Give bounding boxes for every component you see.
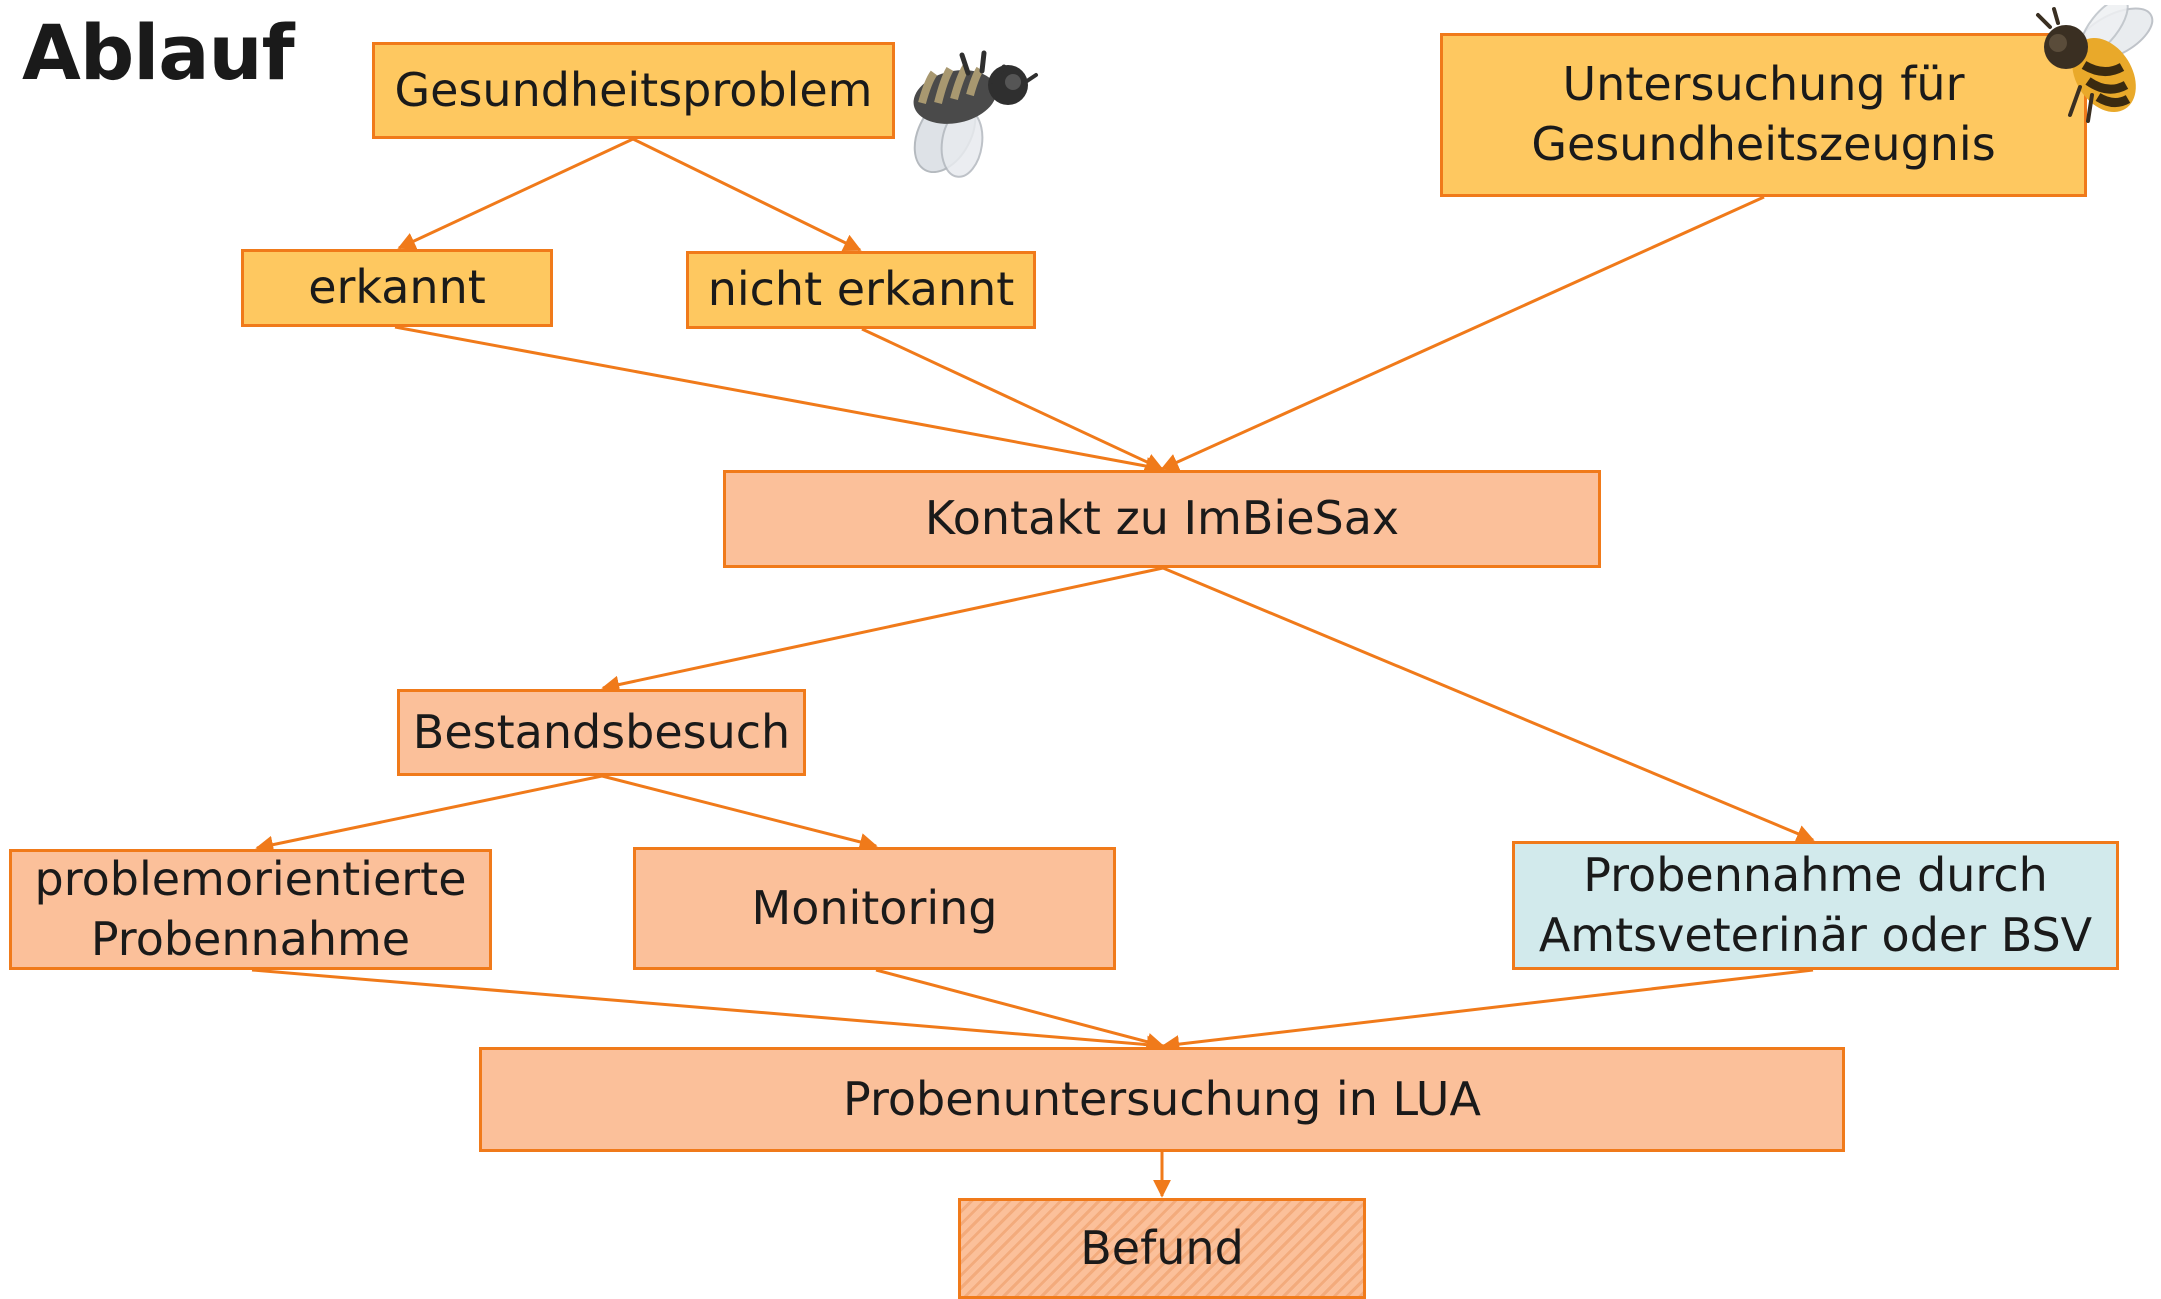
arrow-problem-to-nicht-erkannt xyxy=(632,137,862,252)
arrow-nicht-erkannt-to-kontakt xyxy=(861,327,1164,471)
node-problemorientierte-probennahme: problemorientierte Probennahme xyxy=(9,849,492,970)
arrow-kontakt-to-bestandsbesuch xyxy=(601,566,1164,694)
node-nicht-erkannt: nicht erkannt xyxy=(686,251,1036,329)
arrow-erkannt-to-kontakt xyxy=(394,325,1164,475)
arrow-monitoring-to-lua xyxy=(875,968,1165,1051)
arrow-problemorientierte-to-lua xyxy=(251,968,1165,1054)
node-befund: Befund xyxy=(958,1198,1366,1299)
arrow-problem-to-erkannt xyxy=(397,137,634,250)
node-untersuchung-gesundheitszeugnis: Untersuchung für Gesundheitszeugnis xyxy=(1440,33,2087,197)
arrow-bestandsbesuch-to-monitoring xyxy=(601,774,878,851)
node-probennahme-amtsveterinaer: Probennahme durch Amtsveterinär oder BSV xyxy=(1512,841,2119,970)
arrow-kontakt-to-probennahme-amt xyxy=(1162,566,1815,843)
arrow-probennahme-amt-to-lua xyxy=(1161,968,1814,1054)
arrow-untersuchung-to-kontakt xyxy=(1160,195,1765,471)
node-monitoring: Monitoring xyxy=(633,847,1116,970)
bee-icon xyxy=(913,50,1038,178)
node-probenuntersuchung-lua: Probenuntersuchung in LUA xyxy=(479,1047,1845,1152)
arrow-bestandsbesuch-to-problemorientierte xyxy=(255,774,603,854)
bee-icon xyxy=(2036,5,2154,123)
page-title: Ablauf xyxy=(22,8,295,97)
node-gesundheitsproblem: Gesundheitsproblem xyxy=(372,42,895,139)
node-bestandsbesuch: Bestandsbesuch xyxy=(397,689,806,776)
node-kontakt-imbiesax: Kontakt zu ImBieSax xyxy=(723,470,1601,568)
node-erkannt: erkannt xyxy=(241,249,553,327)
